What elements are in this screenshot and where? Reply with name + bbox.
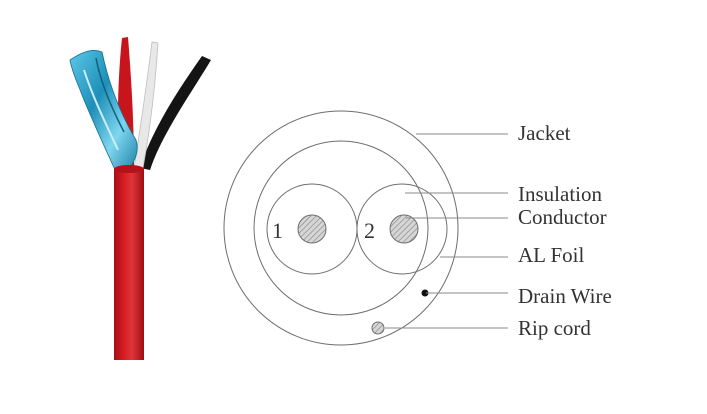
red-jacket (114, 168, 144, 360)
white-wire (133, 41, 159, 169)
labels: Jacket Insulation Conductor AL Foil Drai… (518, 121, 612, 340)
conductor-1 (297, 214, 327, 244)
drain-wire (421, 289, 429, 297)
label-al-foil: AL Foil (518, 243, 584, 267)
conductor-number-2: 2 (364, 218, 375, 243)
al-foil-ring (253, 140, 429, 316)
black-wire (140, 56, 211, 170)
insulation-2 (356, 183, 448, 275)
jacket-ring (223, 110, 459, 346)
label-conductor: Conductor (518, 205, 607, 229)
cross-section: 1 2 (223, 110, 459, 346)
label-insulation: Insulation (518, 182, 602, 206)
conductor-2 (389, 214, 419, 244)
leader-lines (385, 133, 508, 329)
rip-cord (371, 321, 385, 335)
label-rip-cord: Rip cord (518, 316, 591, 340)
label-jacket: Jacket (518, 121, 571, 145)
label-drain-wire: Drain Wire (518, 284, 612, 308)
cable-photo (69, 37, 211, 360)
conductor-number-1: 1 (272, 218, 283, 243)
